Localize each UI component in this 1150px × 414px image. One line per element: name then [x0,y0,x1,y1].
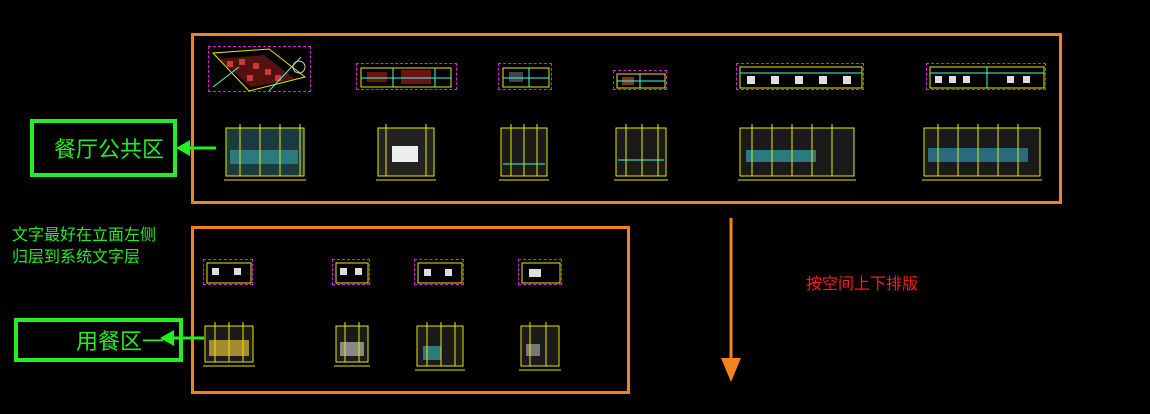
elevation-thumbnail[interactable] [374,120,438,186]
label-dining-area-1-text: 用餐区一 [76,330,165,355]
note-text-position: 文字最好在立面左侧 [12,225,157,244]
elevation-thumbnail[interactable] [201,318,257,370]
elevation-thumbnail[interactable] [497,120,551,186]
elevation-thumbnail[interactable] [333,318,371,370]
plan-thumbnail[interactable] [356,63,457,90]
label-dining-area-1[interactable]: 用餐区一 [14,318,183,362]
plan-thumbnail[interactable] [736,63,864,90]
plan-thumbnail[interactable] [414,259,464,285]
elevation-thumbnail[interactable] [612,120,670,186]
arrow-down-icon [721,218,741,382]
plan-thumbnail[interactable] [498,63,552,90]
plan-thumbnail[interactable] [332,259,370,285]
note-text-layer: 归层到系统文字层 [12,247,141,266]
label-restaurant-public-text: 餐厅公共区 [54,138,165,163]
plan-thumbnail[interactable] [926,63,1046,90]
plan-thumbnail[interactable] [518,259,562,285]
plan-thumbnail[interactable] [613,70,667,90]
label-restaurant-public[interactable]: 餐厅公共区 [30,119,177,177]
arrow-left-icon [160,330,204,346]
elevation-thumbnail[interactable] [736,120,858,186]
elevation-thumbnail[interactable] [413,318,467,374]
elevation-thumbnail[interactable] [920,120,1044,186]
arrow-left-icon [176,140,216,156]
group-frame-restaurant-public [191,33,1062,204]
elevation-thumbnail[interactable] [518,318,562,374]
group-frame-dining-area-1 [191,226,630,394]
plan-thumbnail[interactable] [203,259,253,285]
elevation-thumbnail[interactable] [220,120,310,186]
layout-note: 按空间上下排版 [806,274,919,293]
plan-thumbnail[interactable] [208,46,311,92]
